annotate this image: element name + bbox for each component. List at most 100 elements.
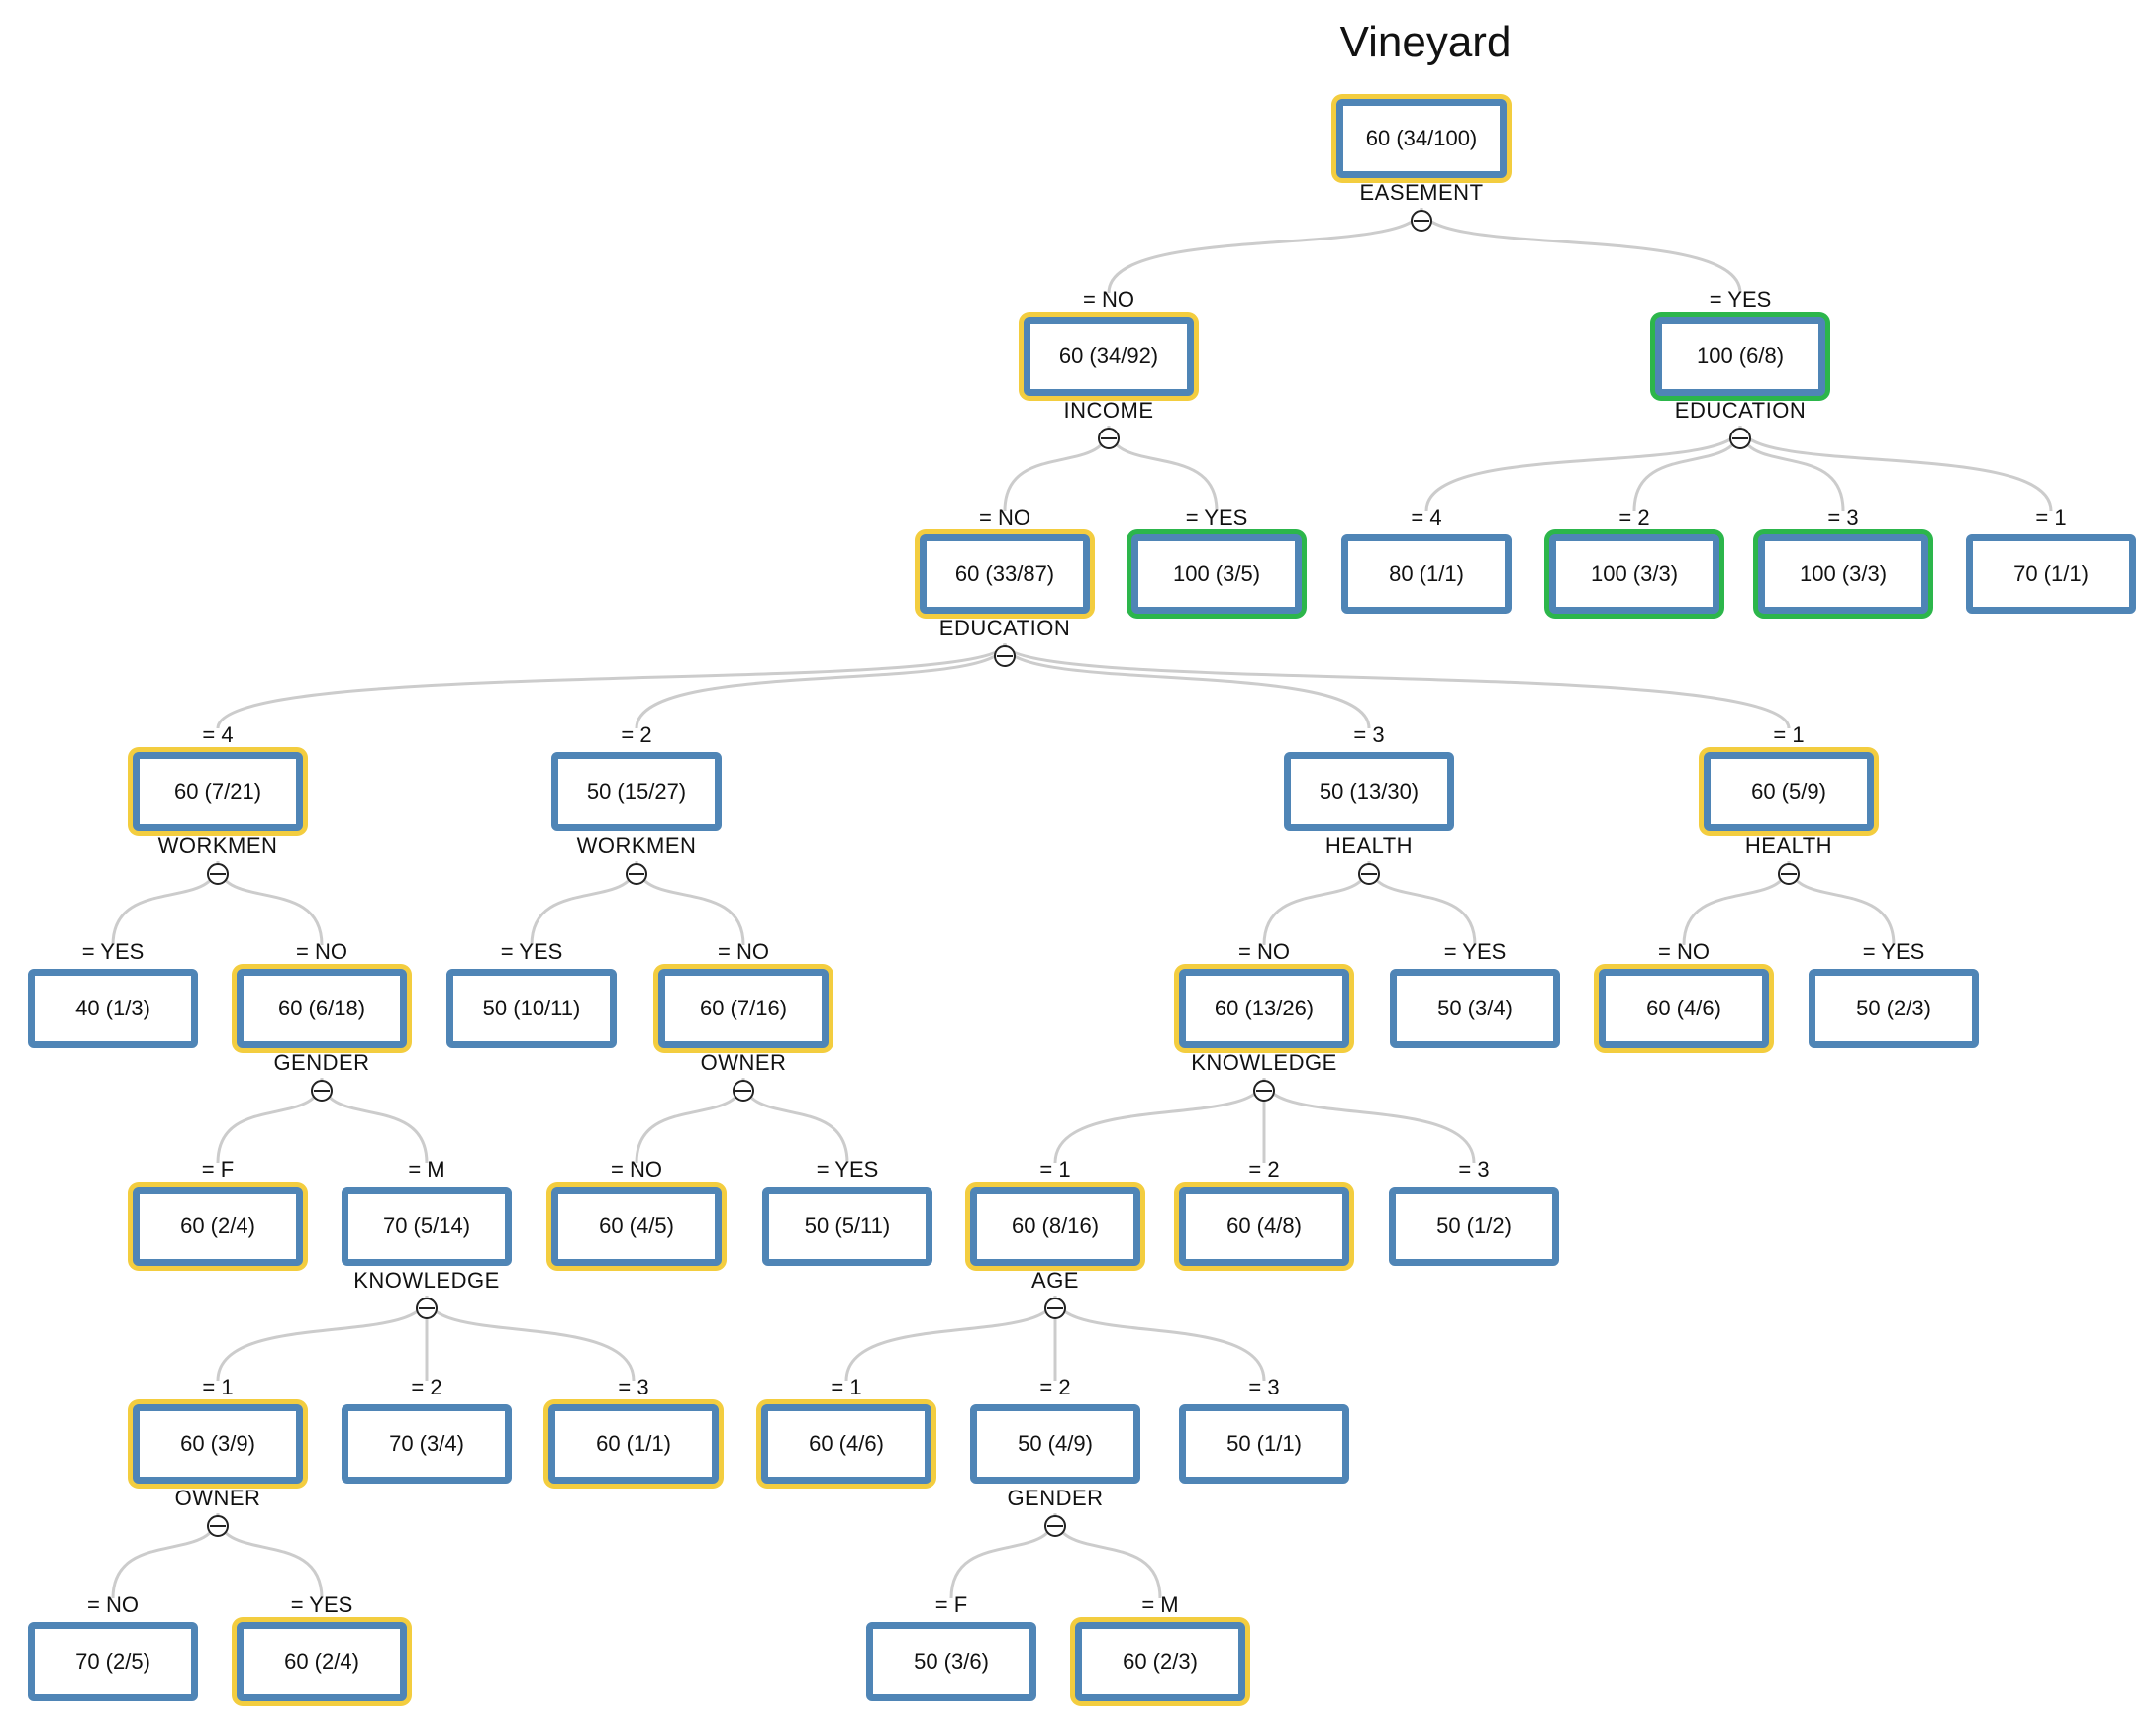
tree-node-g-f[interactable]: 60 (2/4) xyxy=(133,1187,303,1266)
tree-node-ey1[interactable]: 70 (1/1) xyxy=(1966,534,2136,614)
collapse-minus-icon[interactable] xyxy=(1042,1296,1068,1321)
node-value-label: 100 (3/3) xyxy=(1590,561,1679,586)
node-value-label: 60 (2/3) xyxy=(1123,1649,1198,1674)
tree-node-e4[interactable]: 60 (7/21) xyxy=(133,752,303,831)
tree-node-ey3[interactable]: 100 (3/3) xyxy=(1758,534,1928,614)
tree-edge xyxy=(1787,860,1896,946)
tree-node-a1[interactable]: 60 (4/6) xyxy=(761,1404,931,1484)
collapse-minus-icon[interactable] xyxy=(205,861,231,887)
tree-node-k3[interactable]: 50 (1/2) xyxy=(1389,1187,1559,1266)
edge-label: = 3 xyxy=(1248,1375,1280,1399)
collapse-minus-icon[interactable] xyxy=(309,1078,335,1104)
tree-node-ag-m[interactable]: 60 (2/3) xyxy=(1075,1622,1245,1701)
collapse-minus-icon[interactable] xyxy=(205,1513,231,1539)
collapse-minus-icon[interactable] xyxy=(1409,208,1434,234)
tree-node-root[interactable]: 60 (34/100) xyxy=(1336,99,1507,178)
collapse-minus-icon[interactable] xyxy=(1727,426,1753,451)
edge-label: = YES xyxy=(1443,939,1507,964)
node-value-label: 60 (4/6) xyxy=(809,1431,884,1456)
collapse-minus-icon[interactable] xyxy=(1356,861,1382,887)
node-value-label: 80 (1/1) xyxy=(1389,561,1464,586)
edge-label: = 3 xyxy=(1458,1157,1490,1182)
tree-node-e4-no[interactable]: 60 (6/18) xyxy=(237,969,407,1048)
split-attribute-label: WORKMEN xyxy=(576,833,697,858)
split-attribute-label: KNOWLEDGE xyxy=(353,1268,500,1293)
tree-node-ey2[interactable]: 100 (3/3) xyxy=(1549,534,1719,614)
split-attribute-label: EDUCATION xyxy=(1674,398,1807,423)
split-attribute-label: HEALTH xyxy=(1744,833,1833,858)
tree-node-a3[interactable]: 50 (1/1) xyxy=(1179,1404,1349,1484)
tree-node-gk1[interactable]: 60 (3/9) xyxy=(133,1404,303,1484)
collapse-minus-icon[interactable] xyxy=(1042,1513,1068,1539)
node-value-label: 70 (5/14) xyxy=(382,1213,471,1238)
split-attribute-label: HEALTH xyxy=(1324,833,1414,858)
tree-node-go-no[interactable]: 70 (2/5) xyxy=(28,1622,198,1701)
node-value-label: 60 (34/92) xyxy=(1058,343,1159,368)
tree-node-g-m[interactable]: 70 (5/14) xyxy=(342,1187,512,1266)
tree-edge xyxy=(1424,425,1742,512)
tree-node-gk3[interactable]: 60 (1/1) xyxy=(548,1404,719,1484)
tree-node-e2-yes[interactable]: 50 (10/11) xyxy=(446,969,617,1048)
tree-node-inc-yes[interactable]: 100 (3/5) xyxy=(1131,534,1302,614)
edge-label: = 2 xyxy=(1248,1157,1280,1182)
collapse-minus-icon[interactable] xyxy=(1096,426,1122,451)
split-attribute-label: EASEMENT xyxy=(1359,180,1484,205)
tree-node-e3[interactable]: 50 (13/30) xyxy=(1284,752,1454,831)
node-value-label: 100 (3/5) xyxy=(1172,561,1261,586)
node-value-label: 100 (6/8) xyxy=(1696,343,1785,368)
tree-edge xyxy=(1107,425,1219,512)
edge-label: = NO xyxy=(87,1592,139,1617)
split-attribute-label: GENDER xyxy=(1007,1486,1104,1510)
tree-node-gk2[interactable]: 70 (3/4) xyxy=(342,1404,512,1484)
edge-label: = YES xyxy=(500,939,563,964)
node-value-label: 50 (15/27) xyxy=(586,779,687,804)
split-attribute-label: EDUCATION xyxy=(938,616,1071,640)
node-value-label: 60 (7/16) xyxy=(699,996,788,1020)
tree-node-e4-yes[interactable]: 40 (1/3) xyxy=(28,969,198,1048)
tree-node-o-yes[interactable]: 50 (5/11) xyxy=(762,1187,932,1266)
edge-label: = 4 xyxy=(1411,505,1442,529)
tree-edge xyxy=(1262,860,1371,946)
node-value-label: 60 (1/1) xyxy=(596,1431,671,1456)
node-value-label: 100 (3/3) xyxy=(1799,561,1888,586)
tree-edge xyxy=(1632,425,1742,512)
collapse-minus-icon[interactable] xyxy=(992,643,1018,669)
edge-label: = YES xyxy=(290,1592,353,1617)
node-value-label: 50 (3/4) xyxy=(1437,996,1513,1020)
edge-label: = 4 xyxy=(202,722,234,747)
tree-node-ey4[interactable]: 80 (1/1) xyxy=(1341,534,1512,614)
node-value-label: 60 (34/100) xyxy=(1365,126,1478,150)
tree-node-inc-no[interactable]: 60 (33/87) xyxy=(920,534,1090,614)
edge-label: = NO xyxy=(611,1157,662,1182)
edge-label: = NO xyxy=(1238,939,1290,964)
tree-node-e3-no[interactable]: 60 (13/26) xyxy=(1179,969,1349,1048)
tree-node-k2[interactable]: 60 (4/8) xyxy=(1179,1187,1349,1266)
tree-node-o-no[interactable]: 60 (4/5) xyxy=(551,1187,722,1266)
tree-node-ag-f[interactable]: 50 (3/6) xyxy=(866,1622,1036,1701)
tree-edge xyxy=(844,1295,1057,1382)
tree-node-go-yes[interactable]: 60 (2/4) xyxy=(237,1622,407,1701)
tree-edge xyxy=(1003,642,1791,729)
tree-node-n-no[interactable]: 60 (34/92) xyxy=(1024,317,1194,396)
collapse-minus-icon[interactable] xyxy=(414,1296,440,1321)
node-value-label: 60 (33/87) xyxy=(954,561,1055,586)
tree-node-e1-no[interactable]: 60 (4/6) xyxy=(1599,969,1769,1048)
tree-node-k1[interactable]: 60 (8/16) xyxy=(970,1187,1140,1266)
node-value-label: 50 (3/6) xyxy=(914,1649,989,1674)
edge-label: = YES xyxy=(1709,287,1772,312)
split-attribute-label: INCOME xyxy=(1063,398,1154,423)
tree-node-e1[interactable]: 60 (5/9) xyxy=(1704,752,1874,831)
tree-node-e2[interactable]: 50 (15/27) xyxy=(551,752,722,831)
edge-label: = 1 xyxy=(2035,505,2067,529)
collapse-minus-icon[interactable] xyxy=(624,861,649,887)
tree-node-n-yes[interactable]: 100 (6/8) xyxy=(1655,317,1825,396)
tree-node-e2-no[interactable]: 60 (7/16) xyxy=(658,969,829,1048)
collapse-minus-icon[interactable] xyxy=(1776,861,1802,887)
tree-node-e1-yes[interactable]: 50 (2/3) xyxy=(1809,969,1979,1048)
collapse-minus-icon[interactable] xyxy=(1251,1078,1277,1104)
tree-node-a2[interactable]: 50 (4/9) xyxy=(970,1404,1140,1484)
tree-node-e3-yes[interactable]: 50 (3/4) xyxy=(1390,969,1560,1048)
edge-label: = YES xyxy=(1862,939,1925,964)
collapse-minus-icon[interactable] xyxy=(731,1078,756,1104)
node-value-label: 60 (2/4) xyxy=(180,1213,255,1238)
